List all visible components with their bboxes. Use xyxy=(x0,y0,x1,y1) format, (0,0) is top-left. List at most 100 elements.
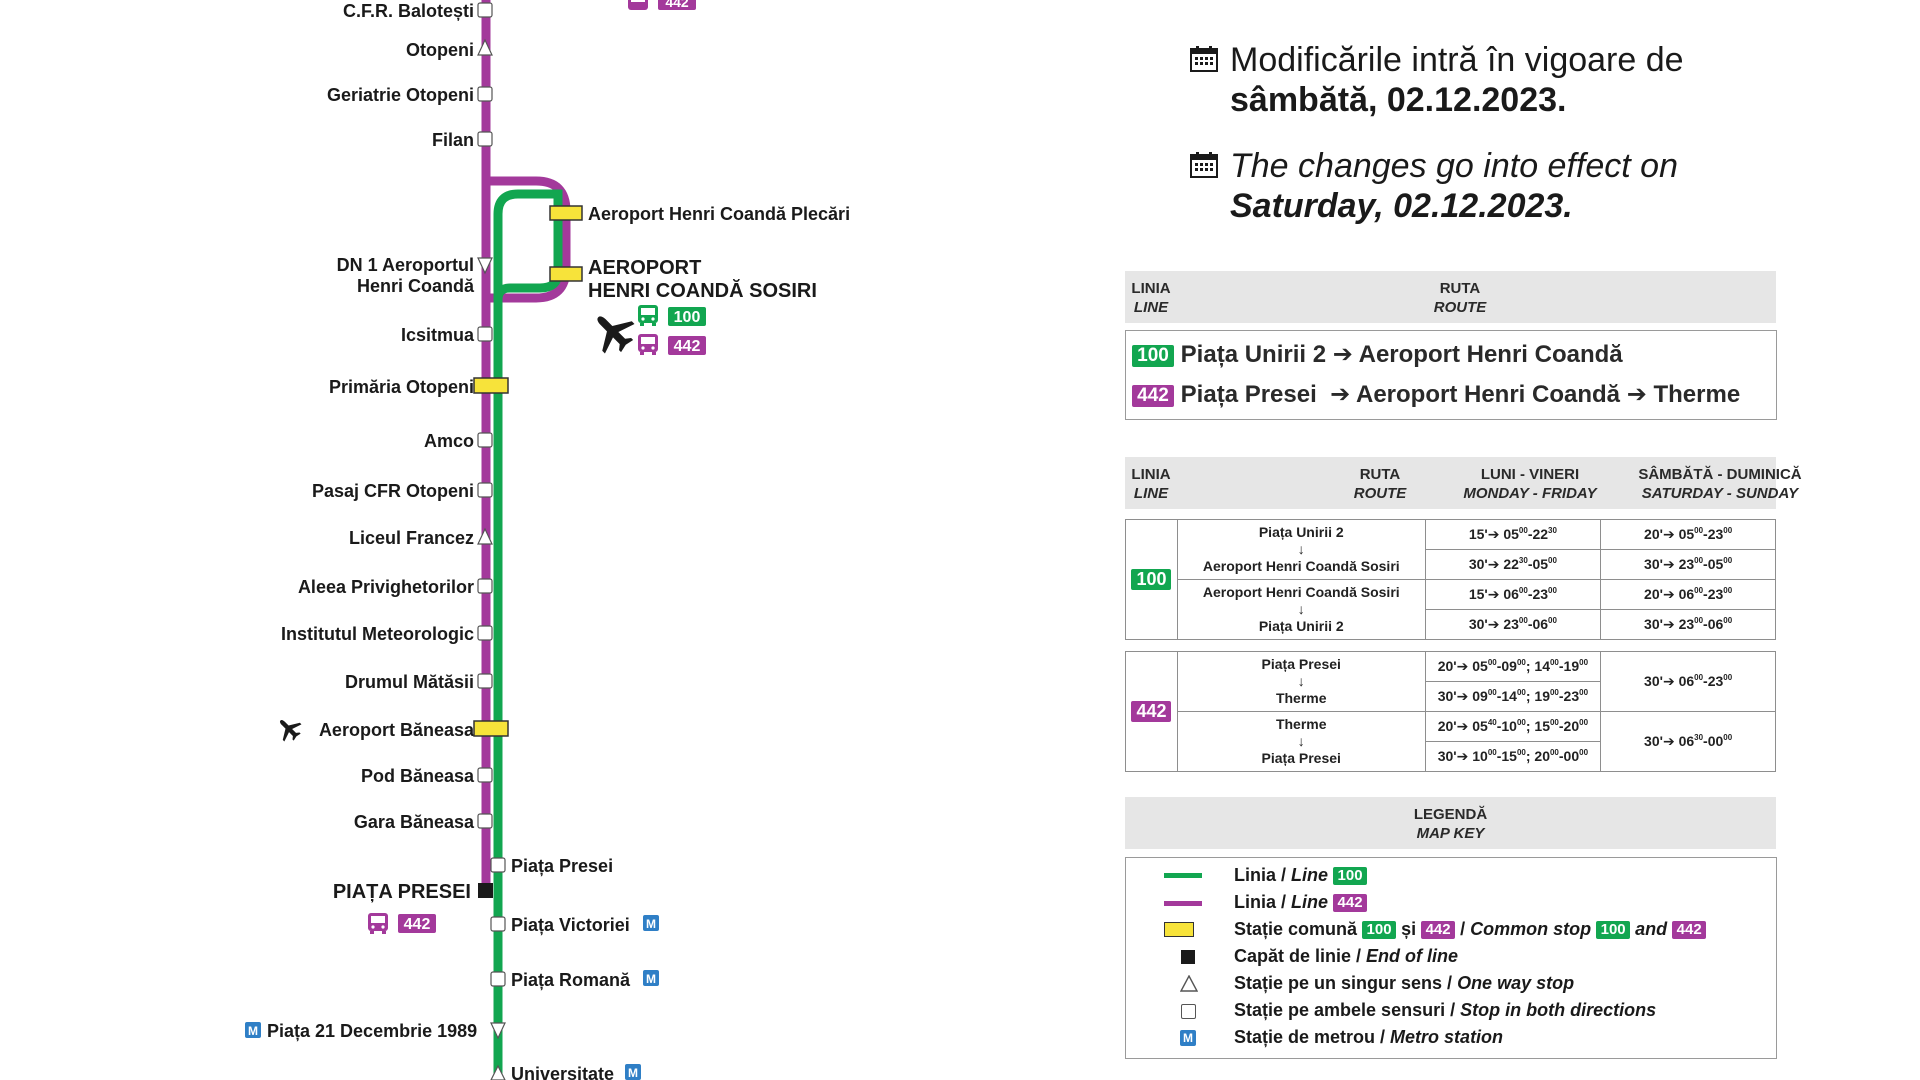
stop-institutul-meteorologic: Institutul Meteorologic xyxy=(281,624,493,644)
schedule-time-cell: 20'➔ 0500-2300 xyxy=(1600,519,1776,550)
notice-english: The changes go into effect on Saturday, … xyxy=(1190,146,1678,226)
svg-text:Piața Presei: Piața Presei xyxy=(511,856,613,876)
both-directions-stop-marker xyxy=(477,578,493,594)
svg-text:HENRI COANDĂ SOSIRI: HENRI COANDĂ SOSIRI xyxy=(588,279,817,302)
line-442-badge: 442 xyxy=(1333,894,1368,913)
line-100-badge: 100 xyxy=(668,307,706,326)
both-directions-stop-marker xyxy=(477,131,493,147)
route-map: C.F.R. Balotești Otopeni Geriatrie Otope… xyxy=(245,0,850,1080)
legend-row-line-442: Linia / Line 442 xyxy=(1234,890,1368,914)
legend-row-end-of-line: Capăt de linie / End of line xyxy=(1234,946,1459,966)
svg-text:Pod Băneasa: Pod Băneasa xyxy=(361,766,475,786)
stop-amco: Amco xyxy=(424,431,493,451)
line-442-badge: 442 xyxy=(658,0,696,10)
schedule-route-cell: Aeroport Henri Coandă Sosiri↓Piața Uniri… xyxy=(1176,579,1426,640)
svg-text:Gara Băneasa: Gara Băneasa xyxy=(354,812,475,832)
stop-piata-presei: Piața Presei xyxy=(490,856,613,876)
both-directions-stop-marker xyxy=(477,482,493,498)
svg-text:Liceul Francez: Liceul Francez xyxy=(349,528,474,548)
notice-ro-date: , 02.12.2023. xyxy=(1367,81,1567,119)
notice-romanian: Modificările intră în vigoare de sâmbătă… xyxy=(1190,40,1684,120)
schedule-time-cell: 30'➔ 2300-0600 xyxy=(1424,609,1602,640)
stop-universitate: Universitate M xyxy=(490,1064,641,1080)
line-100-badge: 100 xyxy=(1132,344,1174,367)
line-442-badge: 442 xyxy=(1672,921,1707,940)
both-directions-stop-marker xyxy=(490,916,506,932)
stop-dn1-aeroportul-henri-coanda: DN 1 Aeroportul Henri Coandă xyxy=(337,255,493,296)
airplane-icon xyxy=(279,719,302,742)
stop-piata-romana: Piața Romană M xyxy=(490,970,659,990)
one-way-stop-marker xyxy=(477,38,493,56)
routes-table-body: 100 Piața Unirii 2 ➔ Aeroport Henri Coan… xyxy=(1125,330,1777,420)
metro-icon: M xyxy=(1180,1030,1196,1046)
end-of-line-swatch xyxy=(1181,950,1195,964)
legend-row-metro: Stație de metrou / Metro station xyxy=(1234,1027,1504,1047)
legend-body: Linia / Line 100 Linia / Line 442 Stație… xyxy=(1125,857,1777,1059)
arrow-right-icon: ➔ xyxy=(1330,381,1351,408)
both-directions-stop-swatch xyxy=(1181,1004,1196,1019)
common-stop-swatch xyxy=(1164,922,1194,937)
one-way-stop-swatch xyxy=(1180,975,1198,992)
line-442-badge: 442 xyxy=(1132,384,1174,407)
arrow-right-icon: ➔ xyxy=(1332,341,1353,368)
line-442-badge: 442 xyxy=(1131,701,1172,722)
bus-icon xyxy=(638,305,658,326)
svg-text:Primăria Otopeni: Primăria Otopeni xyxy=(329,377,474,397)
stop-liceul-francez: Liceul Francez xyxy=(349,527,493,548)
schedule-table-442: 442 Piața Presei↓Therme 20'➔ 0500-0900; … xyxy=(1125,651,1776,772)
both-directions-stop-marker xyxy=(477,813,493,829)
svg-text:M: M xyxy=(646,972,656,986)
one-way-stop-marker xyxy=(477,527,493,545)
svg-text:M: M xyxy=(628,1066,638,1080)
legend-row-line-100: Linia / Line 100 xyxy=(1234,863,1368,887)
schedule-time-cell: 30'➔ 2300-0600 xyxy=(1600,609,1776,640)
stop-geriatrie-otopeni: Geriatrie Otopeni xyxy=(327,85,493,105)
schedule-time-cell: 15'➔ 0600-2300 xyxy=(1424,579,1602,610)
schedule-line-cell: 442 xyxy=(1125,651,1178,772)
svg-text:Filan: Filan xyxy=(432,130,474,150)
line-100-badge: 100 xyxy=(1333,867,1368,886)
schedule-time-cell: 20'➔ 0600-2300 xyxy=(1600,579,1776,610)
notice-en-date: , 02.12.2023. xyxy=(1374,187,1573,225)
legend-row-common-stop: Stație comună 100 și 442 / Common stop 1… xyxy=(1234,917,1707,941)
schedule-time-cell: 30'➔ 0630-0000 xyxy=(1600,711,1776,772)
bus-icon xyxy=(628,0,648,10)
svg-text:100: 100 xyxy=(674,309,701,326)
stop-aeroport-plecari: Aeroport Henri Coandă Plecări xyxy=(549,204,850,224)
arrow-down-icon: ↓ xyxy=(1297,601,1305,617)
one-way-stop-marker xyxy=(490,1022,506,1040)
svg-text:C.F.R. Balotești: C.F.R. Balotești xyxy=(343,1,474,21)
line-100-badge: 100 xyxy=(1131,569,1172,590)
svg-text:442: 442 xyxy=(674,338,701,355)
airport-stops: Aeroport Henri Coandă Plecări AEROPORT H… xyxy=(549,204,850,355)
schedule-time-cell: 30'➔ 1000-1500; 2000-0000 xyxy=(1424,741,1602,772)
svg-text:Piața Victoriei: Piața Victoriei xyxy=(511,915,630,935)
svg-text:Institutul Meteorologic: Institutul Meteorologic xyxy=(281,624,474,644)
svg-text:Aeroport Băneasa: Aeroport Băneasa xyxy=(319,720,475,740)
schedule-line-cell: 100 xyxy=(1125,519,1178,640)
schedule-time-cell: 30'➔ 0600-2300 xyxy=(1600,651,1776,712)
common-stop-marker xyxy=(473,377,509,394)
legend-row-one-way-stop: Stație pe un singur sens / One way stop xyxy=(1234,973,1575,993)
schedule-time-cell: 20'➔ 0500-0900; 1400-1900 xyxy=(1424,651,1602,682)
route-row-100: 100 Piața Unirii 2 ➔ Aeroport Henri Coan… xyxy=(1132,341,1623,369)
line-100-badge: 100 xyxy=(1362,921,1397,940)
notice-en-text: The changes go into effect on xyxy=(1230,147,1678,185)
line-100-swatch xyxy=(1164,873,1202,878)
arrow-down-icon: ↓ xyxy=(1297,673,1305,689)
both-directions-stop-marker xyxy=(477,767,493,783)
svg-text:Henri Coandă: Henri Coandă xyxy=(357,276,475,296)
schedule-time-cell: 20'➔ 0540-1000; 1500-2000 xyxy=(1424,711,1602,742)
arrow-down-icon: ↓ xyxy=(1297,733,1305,749)
schedule-route-cell: Piața Presei↓Therme xyxy=(1176,651,1426,712)
schedule-route-cell: Piața Unirii 2↓Aeroport Henri Coandă Sos… xyxy=(1176,519,1426,580)
both-directions-stop-marker xyxy=(477,2,493,18)
svg-text:442: 442 xyxy=(665,0,689,10)
calendar-icon xyxy=(1190,152,1218,178)
one-way-stop-marker xyxy=(477,257,493,275)
stop-piata-21-decembrie: M Piața 21 Decembrie 1989 xyxy=(245,1021,506,1041)
svg-text:Aeroport Henri Coandă Plecări: Aeroport Henri Coandă Plecări xyxy=(588,204,850,224)
bus-icon xyxy=(638,334,658,355)
notice-ro-day: sâmbătă xyxy=(1230,81,1368,119)
